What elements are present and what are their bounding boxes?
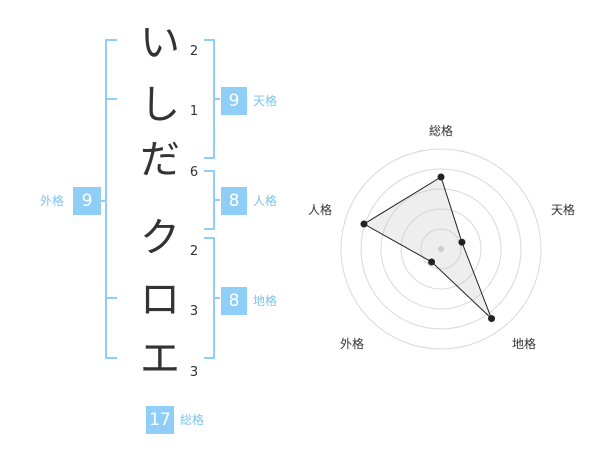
name-char-5: ロ [140, 277, 180, 323]
tenkaku-value: 9 [221, 87, 247, 115]
name-char-3: だ [140, 137, 180, 183]
gaikaku-label: 外格 [40, 194, 65, 208]
radar-grid-ring-1 [340, 148, 542, 350]
jinkaku-value: 8 [221, 187, 247, 215]
name-char-2: し [140, 82, 180, 128]
radar-grid-ring-5 [420, 228, 462, 270]
axis-label-gaikaku: 外格 [339, 337, 364, 351]
stroke-count-2: 1 [189, 104, 199, 119]
axis-label-jinkaku: 人格 [307, 203, 332, 217]
soukaku-value: 17 [146, 406, 174, 434]
soukaku-label: 総格 [180, 413, 205, 427]
radar-point-1 [437, 173, 445, 181]
radar-point-4 [428, 258, 436, 266]
axis-label-soukaku: 総格 [428, 124, 453, 138]
tenkaku-label: 天格 [253, 94, 278, 108]
radar-grid-ring-2 [360, 168, 522, 330]
stroke-count-3: 6 [189, 165, 199, 180]
axis-label-chikaku: 地格 [511, 337, 536, 351]
radar-data-area [363, 176, 492, 319]
jinkaku-label: 人格 [253, 194, 278, 208]
gaikaku-value: 9 [73, 187, 101, 215]
stroke-count-6: 3 [189, 365, 199, 380]
radar-point-2 [458, 238, 466, 246]
radar-point-3 [488, 315, 496, 323]
radar-point-5 [360, 220, 368, 228]
chikaku-value: 8 [221, 287, 247, 315]
axis-label-tenkaku: 天格 [550, 203, 575, 217]
name-char-6: エ [140, 336, 180, 382]
radar-center-point [438, 246, 444, 252]
name-char-4: ク [140, 215, 180, 261]
stroke-count-5: 3 [189, 304, 199, 319]
chikaku-label: 地格 [253, 294, 278, 308]
stroke-count-4: 2 [189, 244, 199, 259]
bracket-gaikaku [105, 39, 117, 359]
stroke-count-1: 2 [189, 44, 199, 59]
radar-grid-ring-3 [380, 188, 502, 310]
radar-grid-ring-4 [400, 208, 482, 290]
name-char-1: い [140, 20, 180, 66]
